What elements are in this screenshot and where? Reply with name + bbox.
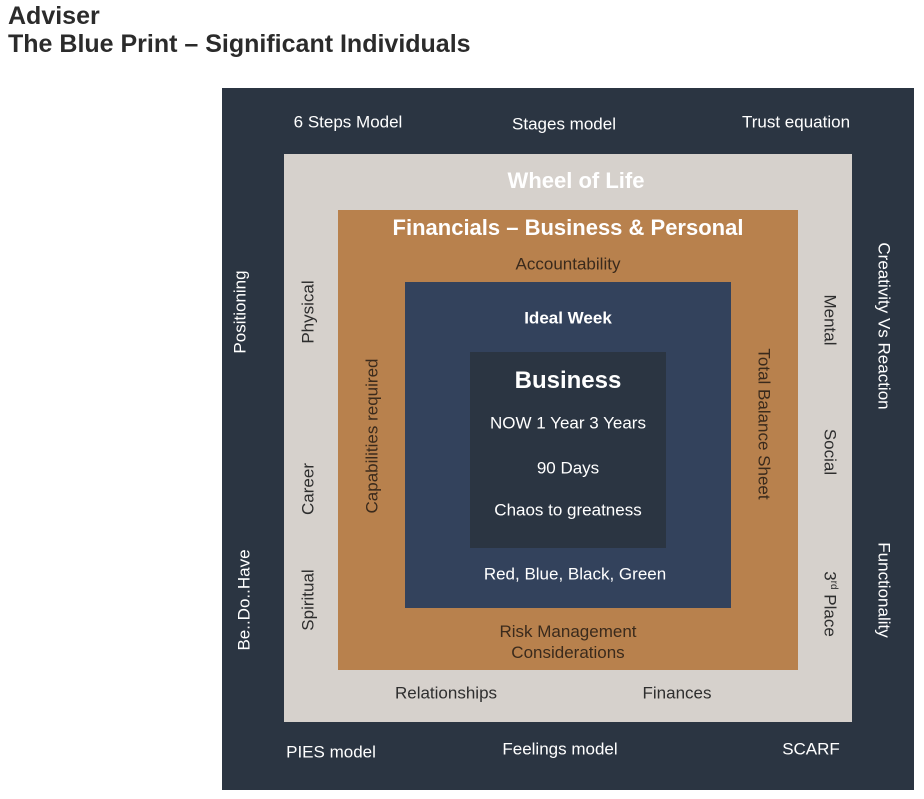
label-trust-equation: Trust equation — [741, 112, 851, 132]
risk-management-line2: Considerations — [511, 643, 625, 662]
label-mental: Mental — [820, 294, 840, 346]
label-career: Career — [298, 463, 318, 515]
business-layer — [470, 352, 666, 548]
label-relationships: Relationships — [394, 683, 498, 703]
business-title: Business — [514, 367, 622, 394]
label-capabilities-required: Capabilities required — [362, 358, 382, 514]
label-stages-model: Stages model — [512, 114, 616, 134]
label-finances: Finances — [642, 683, 712, 703]
label-90-days: 90 Days — [536, 458, 600, 478]
label-accountability: Accountability — [515, 254, 621, 274]
label-6-steps-model: 6 Steps Model — [293, 112, 403, 132]
label-positioning: Positioning — [230, 270, 250, 354]
page-subtitle: The Blue Print – Significant Individuals — [8, 30, 471, 58]
label-be-do-have: Be..Do..Have — [234, 549, 254, 651]
label-functionality: Functionality — [874, 542, 894, 638]
label-chaos-to-greatness: Chaos to greatness — [494, 500, 642, 520]
label-now-1-year-3-years: NOW 1 Year 3 Years — [490, 413, 646, 433]
label-total-balance-sheet: Total Balance Sheet — [754, 348, 774, 500]
label-3rd-place: 3rd Place — [820, 571, 840, 637]
label-red-blue-black-green: Red, Blue, Black, Green — [483, 564, 667, 584]
label-pies-model: PIES model — [286, 742, 376, 762]
label-social: Social — [820, 428, 840, 476]
label-3rd-place-word: Place — [820, 589, 840, 637]
ideal-week-title: Ideal Week — [524, 308, 612, 328]
wheel-of-life-title: Wheel of Life — [507, 168, 645, 193]
label-physical: Physical — [298, 280, 318, 344]
label-feelings-model: Feelings model — [502, 739, 618, 759]
label-spiritual: Spiritual — [298, 569, 318, 631]
label-creativity-vs-reaction: Creativity Vs Reaction — [874, 242, 894, 410]
risk-management-line1: Risk Management — [499, 621, 637, 641]
financials-title: Financials – Business & Personal — [392, 215, 744, 240]
label-scarf: SCARF — [782, 739, 840, 759]
label-risk-management-considerations: Risk Management Considerations — [499, 621, 636, 664]
page-title: Adviser — [8, 2, 100, 30]
